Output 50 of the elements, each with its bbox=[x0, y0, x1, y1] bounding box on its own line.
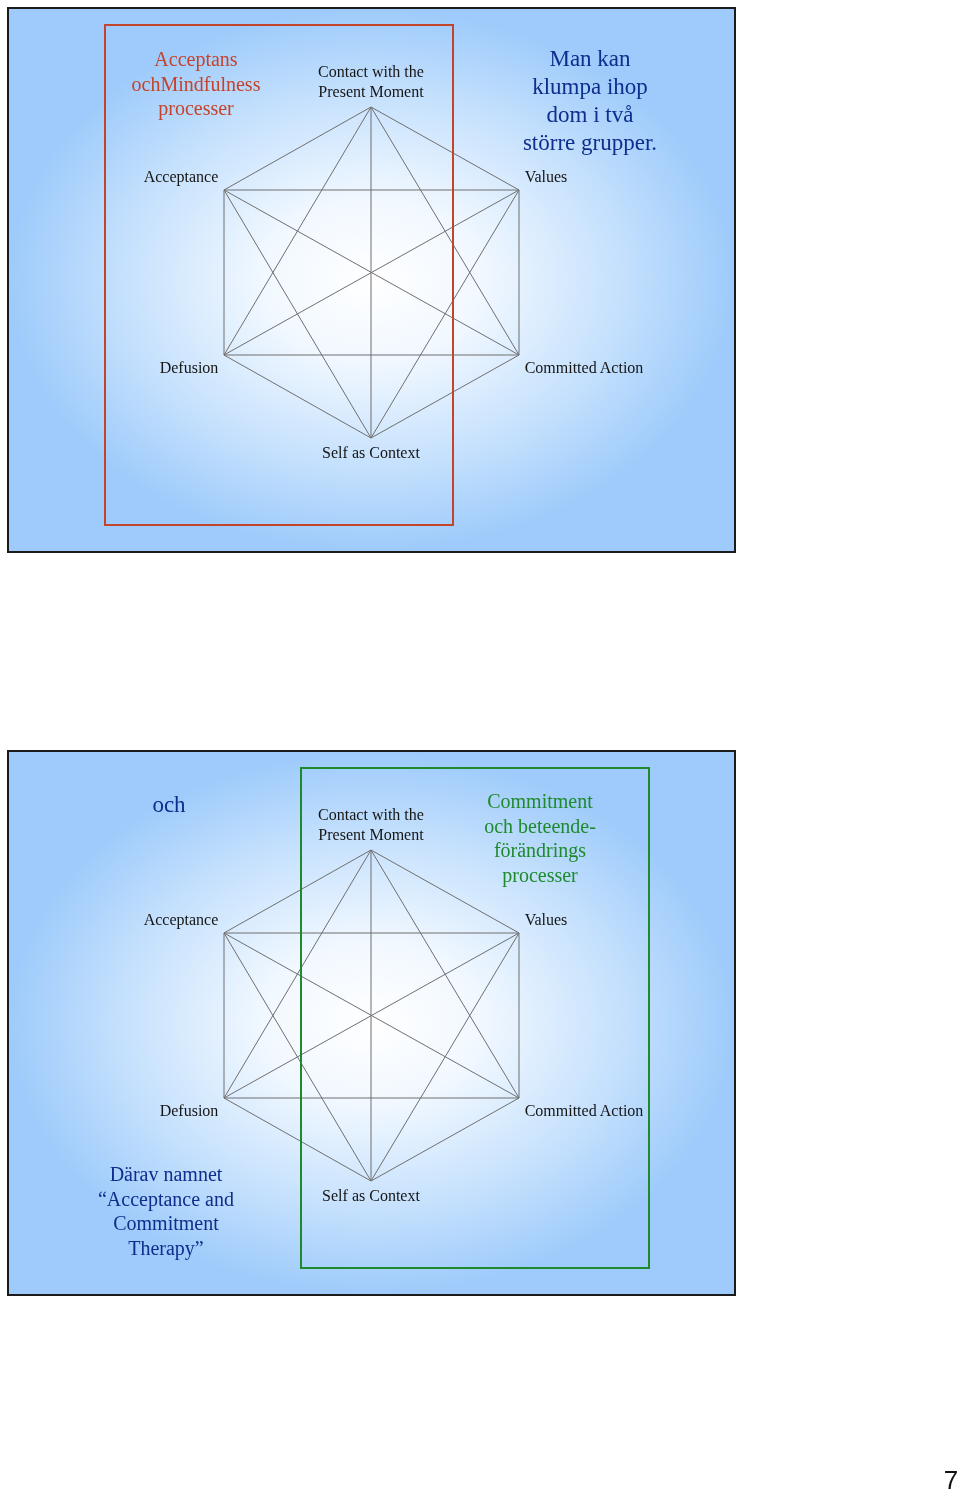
process-label: Values bbox=[524, 167, 568, 187]
connector-line bbox=[223, 932, 520, 934]
connector-line bbox=[370, 849, 372, 1182]
connector-line bbox=[223, 106, 372, 356]
connector-line bbox=[223, 932, 372, 1182]
slide-panel bbox=[7, 7, 736, 553]
connector-line bbox=[370, 849, 520, 934]
group-frame bbox=[104, 24, 454, 526]
connector-line bbox=[223, 189, 372, 439]
connector-line bbox=[223, 189, 520, 191]
process-label: Values bbox=[524, 910, 568, 930]
process-label: Contact with the Present Moment bbox=[317, 805, 425, 845]
process-label: Contact with the Present Moment bbox=[317, 62, 425, 102]
connector-line bbox=[518, 932, 520, 1099]
process-label: Committed Action bbox=[524, 358, 644, 378]
connector-line bbox=[223, 354, 372, 439]
process-label: Self as Context bbox=[321, 1186, 421, 1206]
connector-line bbox=[223, 1097, 372, 1182]
group-frame bbox=[300, 767, 650, 1269]
connector-line bbox=[223, 849, 372, 934]
crossed-diagonal-lines bbox=[223, 189, 520, 356]
group-title: Commitment och beteende-förändrings processer bbox=[483, 789, 597, 887]
slide-note: Därav namnet “Acceptance and Commitment Therapy” bbox=[97, 1162, 235, 1260]
connector-line bbox=[223, 932, 225, 1099]
process-label: Acceptance bbox=[143, 167, 219, 187]
slide-panel bbox=[7, 750, 736, 1296]
connector-line bbox=[370, 932, 520, 1182]
slide-note: Man kan klumpa ihop dom i två större grupper. bbox=[522, 45, 658, 157]
connector-line bbox=[370, 189, 520, 439]
process-label: Committed Action bbox=[524, 1101, 644, 1121]
connector-line bbox=[370, 354, 520, 439]
page-number: 7 bbox=[943, 1465, 959, 1494]
process-label: Self as Context bbox=[321, 443, 421, 463]
crossed-diagonal-lines bbox=[223, 932, 520, 1099]
connector-line bbox=[223, 1097, 520, 1099]
slide-note: och bbox=[151, 791, 187, 819]
connector-line bbox=[370, 1097, 520, 1182]
connector-line bbox=[370, 106, 520, 191]
connector-line bbox=[518, 189, 520, 356]
connector-line bbox=[223, 106, 372, 191]
process-label: Acceptance bbox=[143, 910, 219, 930]
connector-line bbox=[223, 354, 520, 356]
connector-line bbox=[370, 106, 520, 356]
connector-line bbox=[223, 849, 372, 1099]
connector-line bbox=[223, 189, 225, 356]
connector-line bbox=[370, 849, 520, 1099]
connector-line bbox=[370, 106, 372, 439]
process-label: Defusion bbox=[159, 1101, 219, 1121]
group-title: Acceptans ochMindfulness processer bbox=[131, 47, 261, 121]
process-label: Defusion bbox=[159, 358, 219, 378]
